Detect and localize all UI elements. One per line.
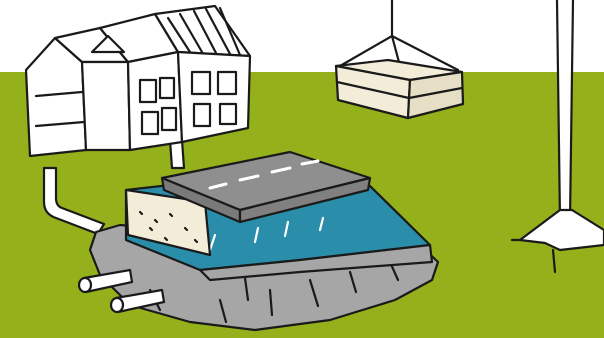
house-middle-window-upper	[140, 80, 156, 102]
house-middle-window-lower	[142, 112, 158, 134]
house-left-front	[82, 62, 130, 150]
house-right-window-upper	[192, 72, 210, 94]
outlet-pipe-upper-end	[79, 278, 91, 292]
house-right-window-lower	[194, 104, 210, 126]
house-right-window-lower-2	[220, 104, 236, 124]
outlet-pipe-lower-end	[111, 298, 123, 312]
house-right-window-upper-2	[218, 72, 236, 94]
house-right-front	[178, 52, 250, 142]
